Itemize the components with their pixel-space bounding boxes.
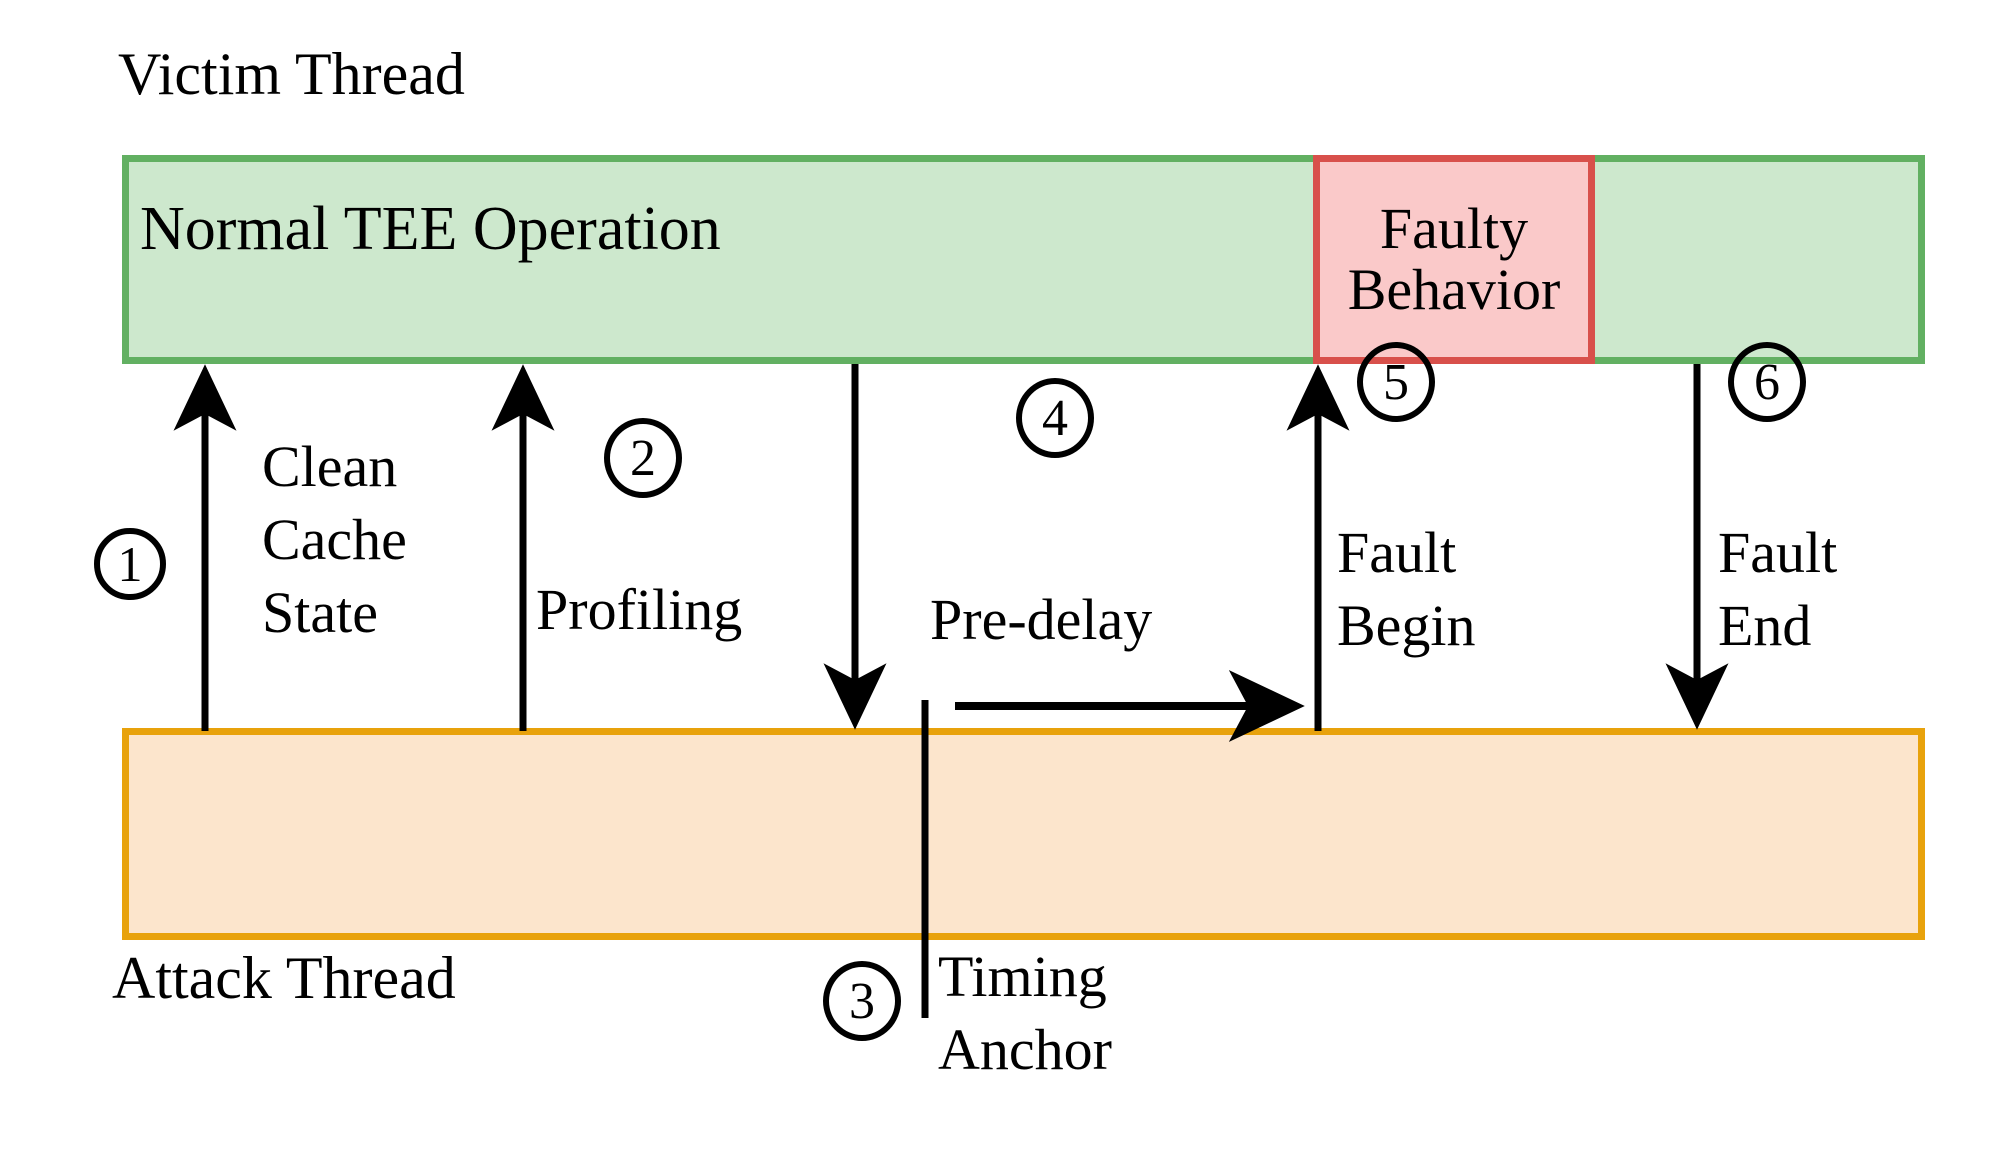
faulty-behavior-box: Faulty Behavior [1313,155,1595,364]
step-6-label-line2: End [1718,593,1812,658]
victim-thread-title: Victim Thread [118,41,465,107]
attack-lane-box [122,728,1925,940]
step-number-6: 6 [1728,342,1806,422]
step-number-1: 1 [94,528,166,600]
step-1-label-line1: Clean [262,434,398,499]
step-3-label-line2: Anchor [938,1017,1112,1082]
step-number-2: 2 [604,418,682,498]
victim-lane-box [122,155,1925,364]
step-number-4: 4 [1016,378,1094,458]
step-number-3: 3 [823,961,901,1041]
step-6-label-line1: Fault [1718,520,1838,585]
step-5-label-line2: Begin [1337,593,1476,658]
attack-thread-title: Attack Thread [112,945,456,1011]
step-1-label-line2: Cache [262,507,407,572]
step-4-label-line1: Pre-delay [930,587,1153,652]
step-3-label-line1: Timing [938,944,1107,1009]
step-5-label-line1: Fault [1337,520,1457,585]
normal-tee-operation-label: Normal TEE Operation [140,195,721,263]
step-number-5: 5 [1357,342,1435,422]
faulty-behavior-label-line1: Faulty [1379,195,1529,261]
step-2-label-line1: Profiling [536,577,743,642]
faulty-behavior-label-line2: Behavior [1347,256,1561,322]
step-1-label-line3: State [262,580,378,645]
